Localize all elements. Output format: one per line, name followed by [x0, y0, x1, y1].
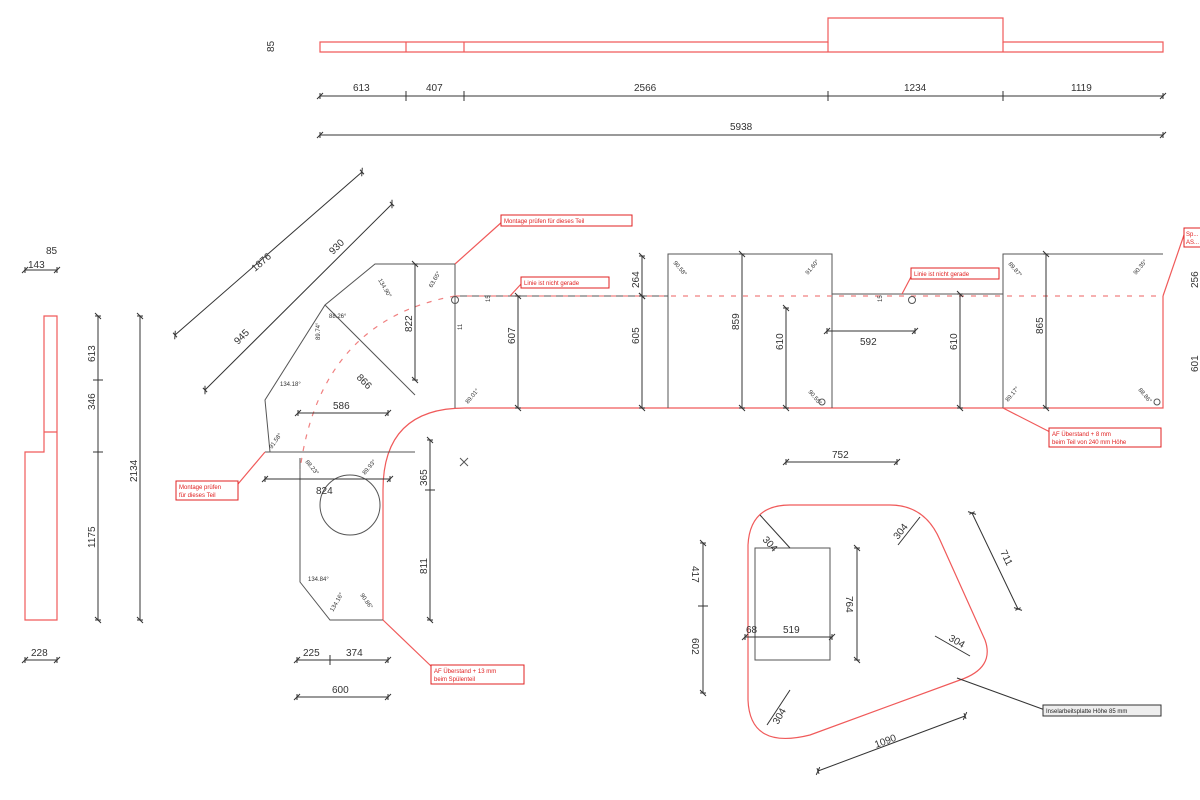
dim-256: 256	[1190, 271, 1200, 288]
dim-866: 866	[354, 372, 374, 392]
strip-dim-2: 407	[426, 83, 443, 94]
note-af-right-2: beim Teil von 240 mm Höhe	[1052, 440, 1127, 446]
island-dim-68: 68	[746, 625, 758, 636]
dim-11: 11	[458, 323, 464, 330]
angle-label: 90.86°	[358, 593, 373, 611]
angle-label: 90.58°	[671, 260, 687, 278]
left-dim-3: 1175	[87, 526, 98, 548]
dim-610-a: 610	[775, 333, 786, 350]
angle-label: 90.35°	[1133, 259, 1149, 277]
island-countertop: 752 304 304 304 304 711 417 602 68 519 7…	[689, 450, 1023, 776]
dim-822: 822	[404, 315, 415, 332]
dim-264: 264	[631, 271, 642, 288]
angle-label: 89.93°	[362, 459, 378, 477]
left-piece: 143 85 613 346 1175 2134 228	[21, 246, 144, 664]
strip-dim-3: 2566	[634, 83, 657, 94]
island-dim-711: 711	[997, 548, 1014, 568]
note-island-height: Inselarbeitsplatte Höhe 85 mm	[1046, 709, 1127, 715]
note-montage-left-1: Montage prüfen	[179, 485, 221, 491]
dim-15-a: 15	[486, 295, 492, 302]
dim-607: 607	[507, 327, 518, 344]
island-radius-3: 304	[947, 633, 967, 651]
note-right-edge-2: AS...	[1186, 240, 1199, 246]
angle-label: 134.16°	[330, 592, 346, 613]
dim-15-b: 15	[878, 295, 884, 302]
island-radius-1: 304	[760, 535, 780, 555]
dim-811: 811	[419, 558, 430, 574]
annotations: Montage prüfen für dieses Teil Linie ist…	[175, 214, 1200, 717]
island-dim-602: 602	[689, 638, 700, 655]
dim-610-b: 610	[949, 333, 960, 350]
strip-dim-4: 1234	[904, 83, 927, 94]
note-montage-left-2: für dieses Teil	[179, 493, 216, 499]
angle-label: 88.86°	[1136, 387, 1152, 405]
island-dim-1090: 1090	[873, 733, 898, 751]
dim-605: 605	[631, 327, 642, 344]
angle-labels: 134.90° 63.65° 89.74° 88.26° 134.18° 91.…	[269, 259, 1153, 613]
angle-label: 89.17°	[1005, 386, 1021, 404]
left-width-top: 143	[28, 260, 45, 271]
top-strip: 85 613 407 2566 1234 1119 5938	[266, 17, 1167, 139]
dim-865: 865	[1035, 317, 1046, 334]
diag-inner: 930	[327, 237, 347, 257]
angle-label: 89.01°	[465, 388, 481, 406]
dim-592: 592	[860, 337, 877, 348]
left-width-bottom: 228	[31, 648, 48, 659]
dim-225: 225	[303, 648, 320, 659]
dim-374: 374	[346, 648, 363, 659]
note-right-edge-1: Sp...	[1186, 232, 1199, 238]
diag-lower: 945	[232, 327, 252, 347]
strip-dim-1: 613	[353, 83, 370, 94]
left-height-top: 85	[46, 246, 58, 257]
angle-label: 63.65°	[429, 270, 443, 289]
angle-label: 90.55°	[806, 389, 822, 407]
strip-dim-5: 1119	[1071, 83, 1092, 94]
dim-600: 600	[332, 685, 349, 696]
angle-label: 134.90°	[376, 278, 392, 299]
island-dim-417: 417	[689, 566, 700, 583]
note-af-right-1: AF Überstand + 8 mm	[1052, 431, 1111, 438]
dim-365: 365	[419, 469, 430, 486]
angle-label: 88.26°	[329, 314, 347, 320]
note-montage-top: Montage prüfen für dieses Teil	[504, 219, 584, 225]
note-linie-2: Linie ist nicht gerade	[914, 272, 970, 278]
left-dim-2: 346	[87, 393, 98, 410]
angle-label: 91.58°	[269, 432, 284, 450]
angle-label: 91.60°	[805, 259, 821, 277]
island-radius-4: 304	[771, 706, 789, 726]
angle-label: 134.18°	[280, 382, 301, 388]
island-dim-519: 519	[783, 625, 800, 636]
left-total: 2134	[129, 459, 140, 482]
dim-586: 586	[333, 401, 350, 412]
angle-label: 89.74°	[316, 322, 322, 340]
diag-total: 1876	[250, 251, 274, 274]
strip-total: 5938	[730, 122, 753, 133]
angle-label: 88.23°	[303, 459, 319, 477]
left-dim-1: 613	[87, 345, 98, 362]
dim-859: 859	[731, 313, 742, 330]
angle-label: 134.84°	[308, 577, 329, 583]
note-af-sink-2: beim Spülenteil	[434, 677, 475, 683]
note-af-sink-1: AF Überstand + 13 mm	[434, 668, 496, 675]
dim-824: 824	[316, 486, 333, 497]
note-linie-1: Linie ist nicht gerade	[524, 281, 580, 287]
dim-601: 601	[1190, 355, 1200, 372]
island-radius-2: 304	[892, 522, 911, 542]
main-countertop: 1876 930 945 822 866 586 824 365 811 225…	[172, 167, 1200, 701]
strip-height-label: 85	[266, 40, 277, 52]
angle-label: 89.87°	[1006, 261, 1022, 279]
island-dim-752: 752	[832, 450, 849, 461]
island-dim-764: 764	[843, 596, 854, 613]
